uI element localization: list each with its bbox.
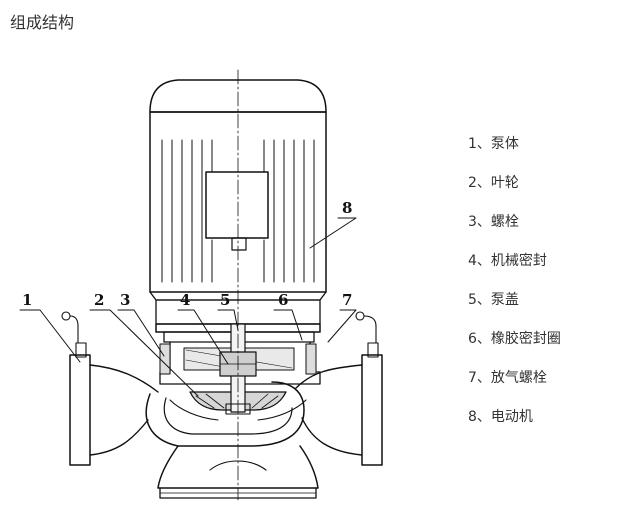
terminal-box <box>205 171 269 239</box>
pump-cross-section-diagram: 1 2 3 4 5 6 7 8 <box>19 69 383 501</box>
callout-1: 1 <box>22 291 32 309</box>
motor-top-cap <box>149 79 327 113</box>
motor-cooling-fins <box>161 139 315 283</box>
legend-item: 6、橡胶密封圈 <box>468 331 561 347</box>
legend-item: 3、螺栓 <box>468 214 519 230</box>
inlet-flange <box>69 354 91 466</box>
legend-item: 5、泵盖 <box>468 292 519 308</box>
callout-5: 5 <box>220 291 230 309</box>
callout-7: 7 <box>342 291 352 309</box>
page-title: 组成结构 <box>10 13 75 32</box>
callout-4: 4 <box>180 291 190 309</box>
legend-item: 2、叶轮 <box>468 175 519 191</box>
legend-item: 1、泵体 <box>468 136 519 152</box>
legend-item: 7、放气螺栓 <box>468 370 547 386</box>
legend-item: 8、电动机 <box>468 409 533 425</box>
callout-3: 3 <box>120 291 130 309</box>
parts-legend: 1、泵体 2、叶轮 3、螺栓 4、机械密封 5、泵盖 6、橡胶密封圈 7、放气螺… <box>468 134 561 446</box>
vent-bolts <box>61 311 379 358</box>
leader-lines <box>19 217 357 397</box>
callout-numbers: 1 2 3 4 5 6 7 8 <box>22 199 352 309</box>
callout-8: 8 <box>342 199 352 217</box>
outlet-flange <box>361 354 383 466</box>
terminal-box-gland <box>231 237 247 251</box>
legend-item: 4、机械密封 <box>468 253 547 269</box>
callout-2: 2 <box>94 291 104 309</box>
callout-6: 6 <box>278 291 288 309</box>
